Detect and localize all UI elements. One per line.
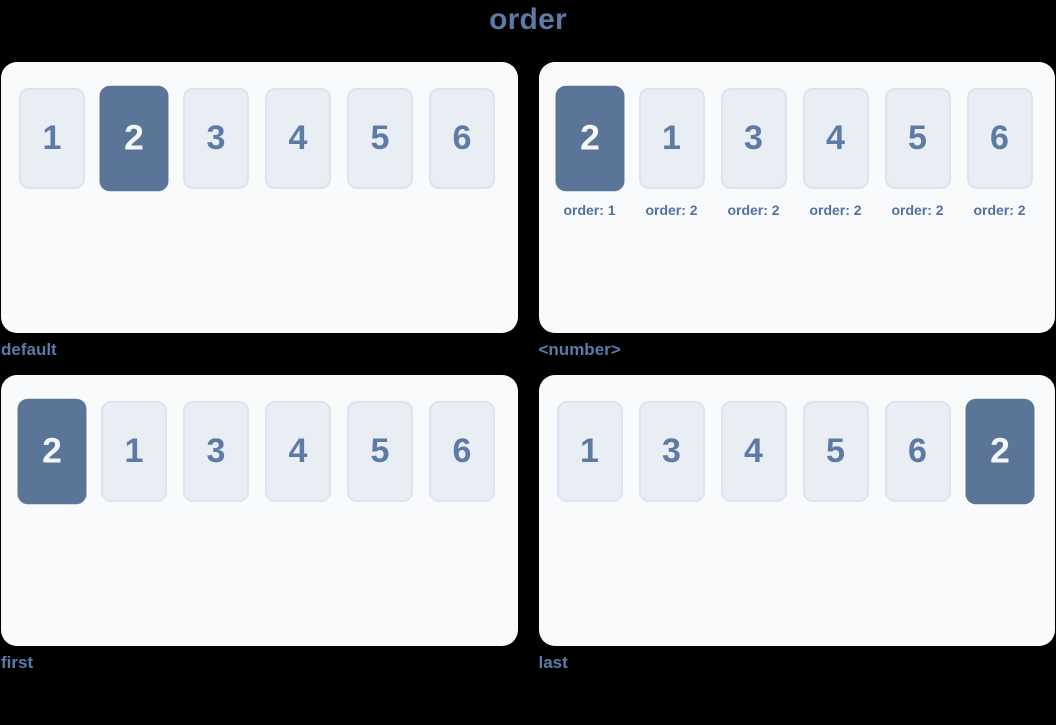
demo-last-panel: 1 3 4 5 6 2	[538, 375, 1055, 646]
page: order 1 2 3 4	[1, 3, 1055, 674]
flex-item: 6	[429, 88, 495, 189]
flex-cell: 5	[347, 88, 413, 189]
flex-row: 2 order: 1 1 order: 2 3 order: 2 4 order…	[555, 85, 1038, 218]
flex-item: 6	[429, 401, 495, 502]
flex-item: 5	[347, 88, 413, 189]
flex-item: 3	[720, 88, 787, 189]
flex-cell: 6	[429, 401, 495, 502]
flex-item: 4	[802, 88, 869, 189]
flex-item: 3	[183, 88, 249, 189]
flex-item: 1	[19, 88, 85, 189]
page-title: order	[489, 3, 567, 36]
demo-first-panel: 2 1 3 4 5 6	[1, 375, 518, 646]
order-value-label: order: 2	[645, 202, 698, 218]
flex-cell: 2	[99, 85, 169, 192]
flex-cell: 2	[965, 398, 1034, 505]
flex-cell: 1	[101, 401, 167, 502]
flex-item: 1	[556, 401, 623, 502]
order-value-label: order: 2	[809, 202, 862, 218]
flex-row: 1 2 3 4 5 6	[19, 85, 500, 192]
flex-cell: 4	[265, 401, 331, 502]
flex-cell: 2 order: 1	[555, 85, 624, 218]
flex-item: 1	[638, 88, 705, 189]
flex-item: 6	[884, 401, 951, 502]
flex-item: 3	[638, 401, 705, 502]
flex-item: 6	[966, 88, 1033, 189]
order-value-label: order: 1	[563, 202, 616, 218]
flex-cell: 4	[265, 88, 331, 189]
flex-item: 3	[183, 401, 249, 502]
flex-item-highlighted: 2	[965, 398, 1034, 505]
order-value-label: order: 2	[891, 202, 944, 218]
flex-item: 5	[884, 88, 951, 189]
flex-cell: 3	[638, 401, 705, 502]
flex-cell: 4 order: 2	[802, 88, 869, 218]
demo-grid: 1 2 3 4 5 6	[1, 62, 1055, 674]
demo-default-panel: 1 2 3 4 5 6	[1, 62, 518, 333]
flex-row: 1 3 4 5 6 2	[556, 398, 1038, 505]
demo-caption-number: <number>	[538, 340, 621, 359]
order-value-label: order: 2	[973, 202, 1026, 218]
flex-item: 4	[265, 88, 331, 189]
demo-last: 1 3 4 5 6 2	[538, 375, 1055, 674]
flex-item: 5	[802, 401, 869, 502]
flex-cell: 4	[720, 401, 787, 502]
flex-cell: 1	[556, 401, 623, 502]
flex-cell: 5	[802, 401, 869, 502]
flex-row: 2 1 3 4 5 6	[17, 398, 500, 505]
demo-caption-last: last	[538, 653, 568, 672]
flex-cell: 6 order: 2	[966, 88, 1033, 218]
flex-item-highlighted: 2	[17, 398, 87, 505]
flex-item-highlighted: 2	[555, 85, 624, 192]
order-value-label: order: 2	[727, 202, 780, 218]
flex-item: 4	[720, 401, 787, 502]
flex-cell: 6	[884, 401, 951, 502]
demo-default: 1 2 3 4 5 6	[1, 62, 518, 361]
flex-cell: 3 order: 2	[720, 88, 787, 218]
flex-item-highlighted: 2	[99, 85, 169, 192]
flex-cell: 5	[347, 401, 413, 502]
demo-caption-first: first	[1, 653, 34, 672]
flex-cell: 1	[19, 88, 85, 189]
flex-cell: 2	[17, 398, 87, 505]
flex-cell: 6	[429, 88, 495, 189]
demo-first: 2 1 3 4 5 6	[1, 375, 518, 674]
demo-caption-default: default	[1, 340, 57, 359]
flex-cell: 5 order: 2	[884, 88, 951, 218]
flex-item: 4	[265, 401, 331, 502]
demo-number-panel: 2 order: 1 1 order: 2 3 order: 2 4 order…	[538, 62, 1055, 333]
flex-item: 5	[347, 401, 413, 502]
flex-item: 1	[101, 401, 167, 502]
flex-cell: 3	[183, 88, 249, 189]
flex-cell: 1 order: 2	[638, 88, 705, 218]
flex-cell: 3	[183, 401, 249, 502]
demo-number: 2 order: 1 1 order: 2 3 order: 2 4 order…	[538, 62, 1055, 361]
